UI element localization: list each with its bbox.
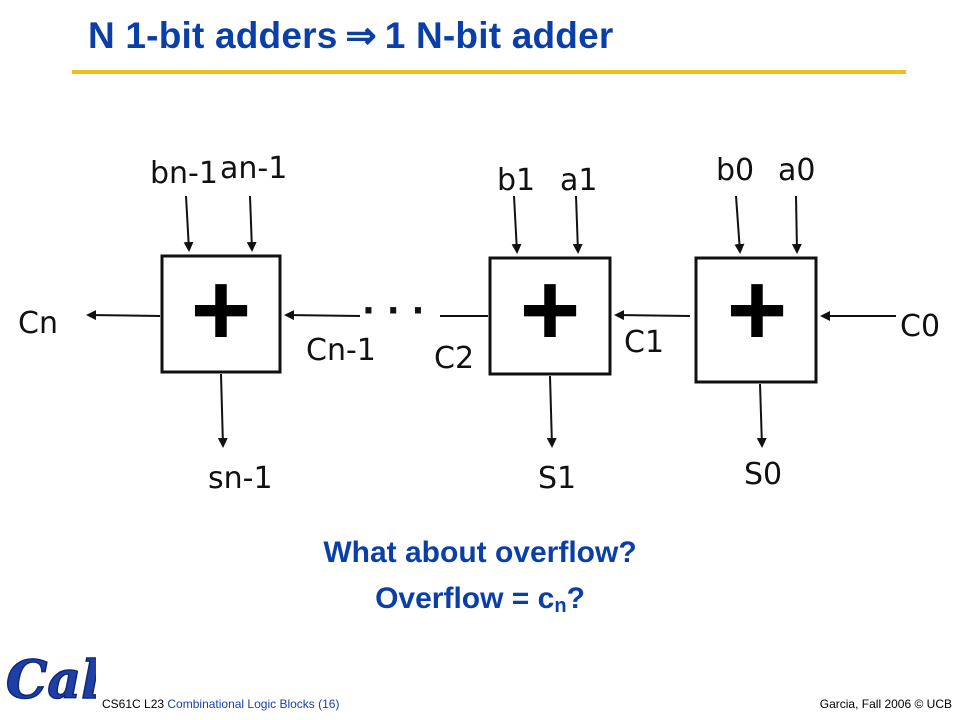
title-right: 1 N-bit adder [384, 15, 614, 56]
adder-0: + b0 a0 S0 C0 [694, 153, 940, 492]
implies-arrow-icon: ⇒ [345, 15, 377, 56]
footer-credit: Garcia, Fall 2006 © UCB [819, 697, 952, 711]
label-a-1: a1 [560, 163, 597, 198]
adder-1: + b1 a1 S1 C2 C1 [434, 163, 691, 496]
adder-box [694, 256, 818, 384]
sum-arrow [217, 373, 228, 448]
sum-arrow [546, 375, 557, 448]
label-s-1: S1 [538, 461, 576, 496]
input-a-arrow [246, 195, 257, 252]
slide-title: N 1-bit adders⇒1 N-bit adder [88, 14, 613, 57]
label-b-1: b1 [497, 163, 535, 198]
plus-symbol: + [191, 252, 252, 368]
carry-in-arrow [284, 310, 361, 321]
label-s-n-1: sn-1 [208, 461, 273, 496]
label-c-0: C0 [900, 309, 940, 344]
sum-arrow [756, 383, 767, 448]
plus-symbol: + [727, 252, 788, 368]
course-code: CS61C L23 [102, 697, 165, 711]
label-a-0: a0 [778, 153, 815, 188]
ellipsis: · · · [362, 291, 424, 331]
input-b-arrow [511, 195, 522, 254]
label-b-0: b0 [716, 153, 754, 188]
label-s-0: S0 [744, 457, 782, 492]
equation-subscript: n [554, 595, 567, 617]
label-b-n-1: bn-1 [150, 156, 218, 191]
label-c-n-1: Cn-1 [306, 333, 376, 368]
carry-out-arrow [86, 310, 161, 321]
input-a-arrow [572, 195, 583, 254]
label-c-2: C2 [434, 341, 474, 376]
adder-box [488, 256, 612, 376]
label-c-1: C1 [624, 325, 664, 360]
title-underline [72, 70, 906, 74]
adder-box [160, 254, 282, 374]
plus-symbol: + [520, 252, 581, 368]
overflow-question: What about overflow? [323, 536, 637, 569]
adder-n-1: + bn-1 an-1 sn-1 Cn Cn-1 [18, 151, 376, 496]
cal-logo-text: Cal [6, 650, 96, 708]
cal-logo: Cal [5, 649, 96, 708]
input-b-arrow [183, 195, 194, 252]
lecture-topic: Combinational Logic Blocks (16) [167, 697, 340, 711]
input-a-arrow [791, 195, 802, 254]
equation-prefix: Overflow = c [375, 582, 555, 615]
equation-suffix: ? [566, 582, 585, 615]
input-b-arrow [734, 195, 745, 254]
label-a-n-1: an-1 [220, 151, 287, 186]
footer-course: CS61C L23 Combinational Logic Blocks (16… [102, 697, 339, 711]
carry-in-arrow [614, 310, 691, 321]
label-c-n: Cn [18, 306, 58, 341]
overflow-equation: Overflow = cn? [0, 582, 960, 617]
title-left: N 1-bit adders [88, 15, 338, 56]
